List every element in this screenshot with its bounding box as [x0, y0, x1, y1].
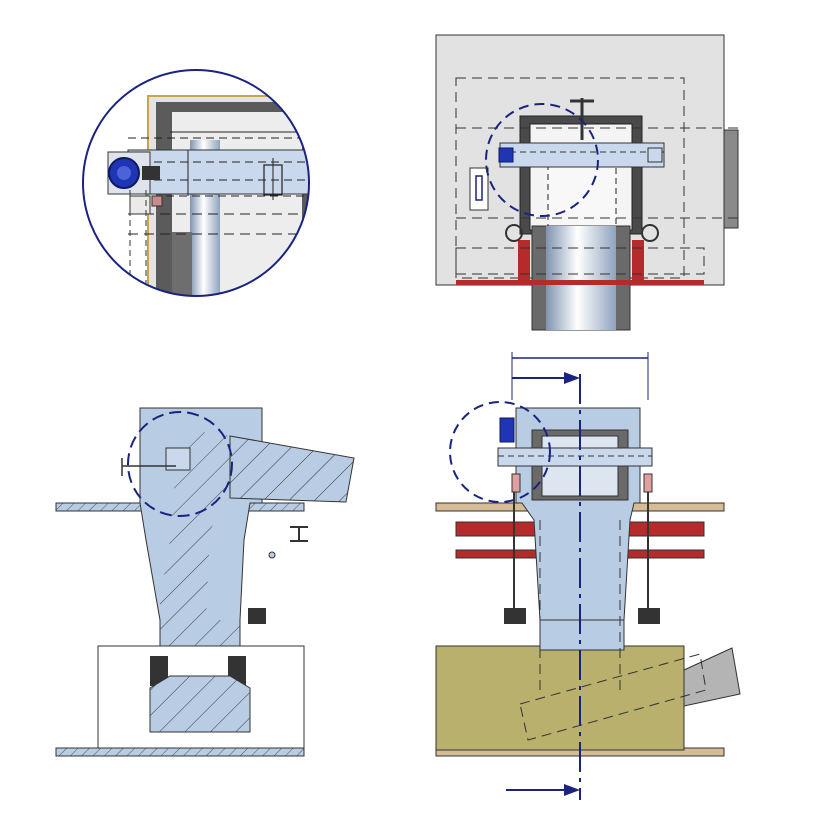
side-section-view: [55, 407, 355, 757]
section-arrow-icon: [506, 372, 580, 796]
i-beam-icon: [290, 526, 308, 542]
detail-circle: [82, 69, 310, 297]
top-detail-circle: [485, 103, 599, 217]
side-detail-circle: [127, 411, 233, 517]
top-view: [435, 34, 739, 331]
front-detail-circle: [449, 401, 551, 503]
front-section-view: [435, 352, 741, 800]
front-base-box: [435, 645, 685, 751]
top-pipe: [546, 226, 616, 330]
detail-view: [82, 69, 310, 297]
